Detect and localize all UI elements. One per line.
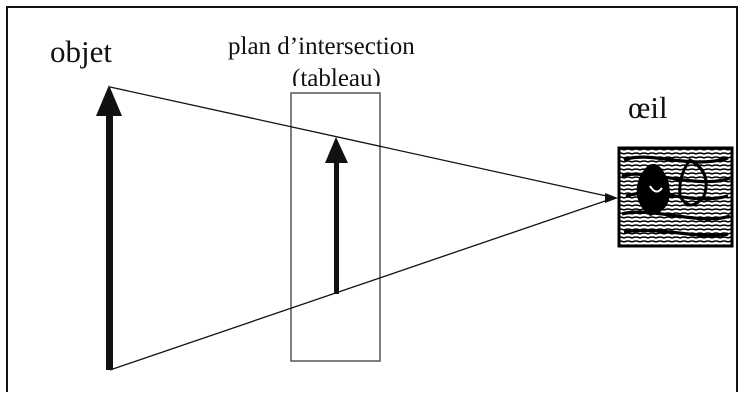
plane-sublabel: (tableau) — [292, 66, 381, 86]
eye-label: œil — [628, 90, 668, 125]
object-arrow — [96, 85, 122, 370]
eye-point-arrowhead — [605, 193, 618, 203]
sight-line-top — [109, 86, 612, 198]
object-label: objet — [50, 34, 112, 69]
projected-arrow — [325, 137, 348, 294]
plane-label: plan d’intersection — [228, 33, 415, 60]
figure-frame — [6, 6, 738, 392]
picture-plane — [290, 92, 381, 362]
sight-line-bottom — [109, 198, 612, 371]
engraved-eye-icon — [617, 146, 734, 248]
